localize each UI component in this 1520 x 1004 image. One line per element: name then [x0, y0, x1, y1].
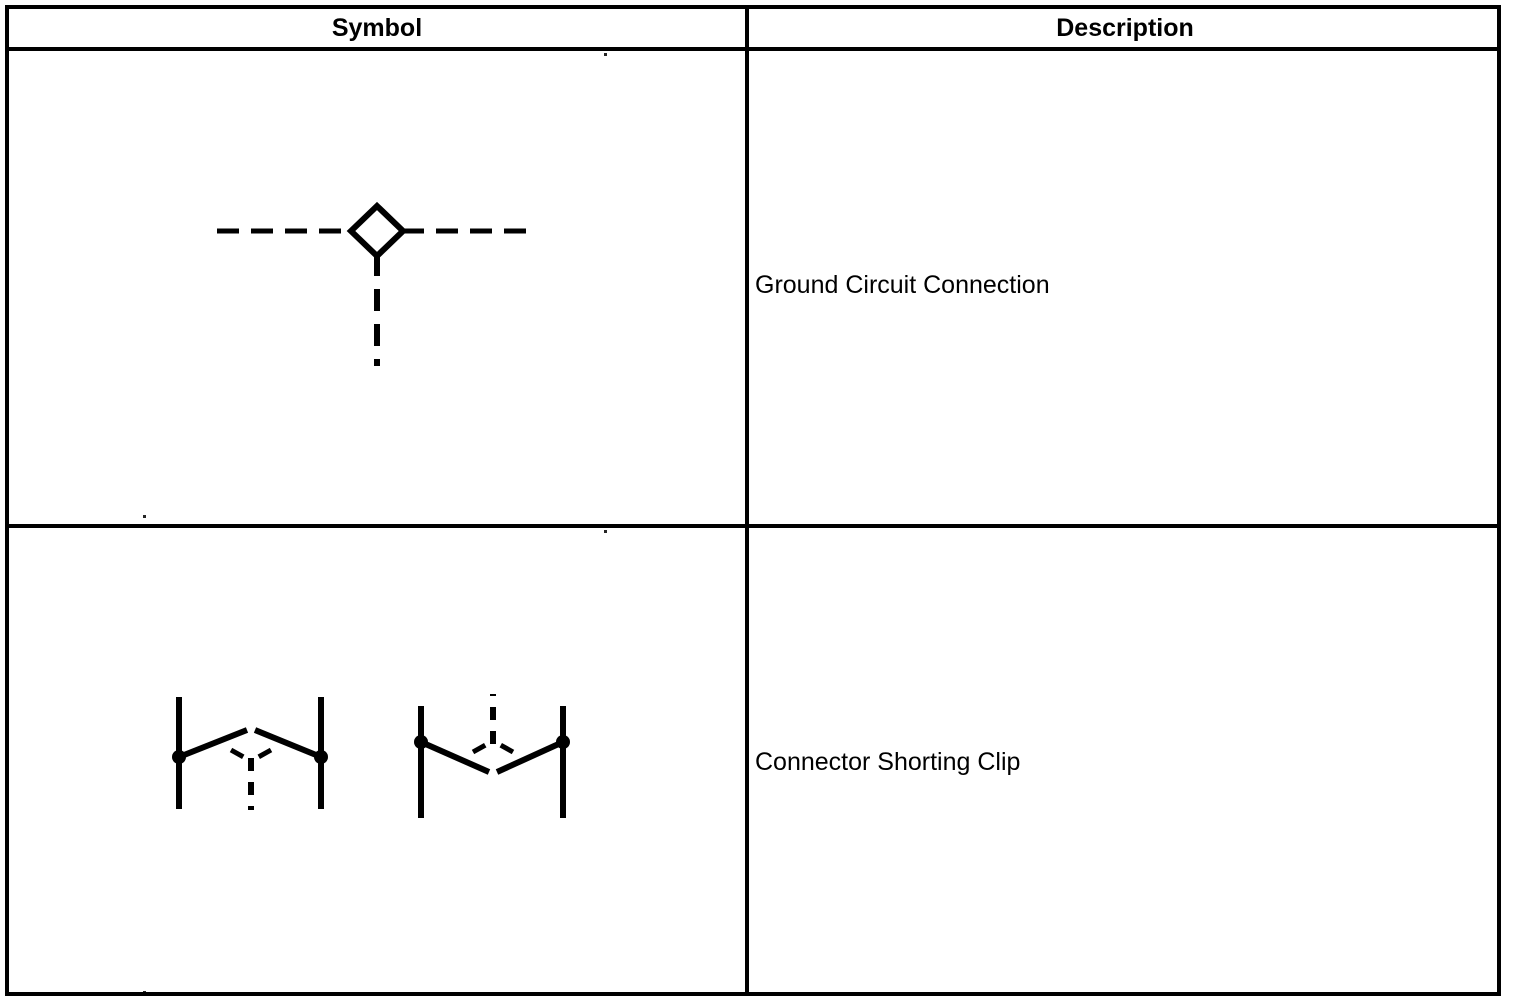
column-divider	[745, 9, 749, 992]
ground-circuit-connection-symbol	[217, 201, 537, 366]
scan-artifact-speck	[604, 53, 607, 56]
row-description-ground-circuit-connection: Ground Circuit Connection	[755, 271, 1050, 299]
symbol-legend-table: Symbol Description Ground Circuit Connec…	[5, 5, 1501, 996]
scan-artifact-speck	[143, 991, 146, 994]
shorting-clip-right	[414, 694, 570, 818]
row-divider	[9, 524, 1497, 528]
table-row	[9, 47, 745, 524]
column-header-description: Description	[1056, 13, 1194, 42]
header-row-divider	[9, 47, 1497, 51]
column-header-symbol: Symbol	[331, 13, 423, 42]
scan-artifact-speck	[143, 515, 146, 518]
connector-shorting-clip-symbol	[172, 694, 570, 818]
shorting-clip-left	[172, 697, 328, 810]
row-description-connector-shorting-clip: Connector Shorting Clip	[755, 747, 1021, 776]
table-row	[9, 528, 745, 996]
scan-artifact-speck	[604, 530, 607, 533]
